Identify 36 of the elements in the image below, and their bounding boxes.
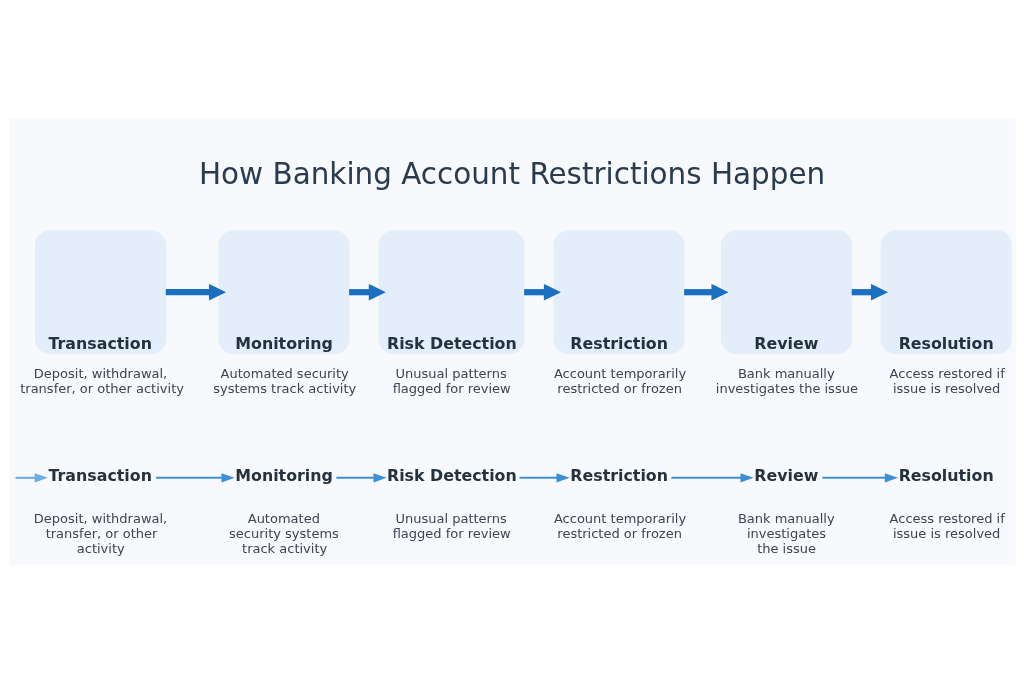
node-text: Restriction (569, 465, 668, 485)
node-box: Resolution (880, 230, 1012, 354)
arrow (821, 472, 898, 482)
arrow (851, 283, 888, 300)
node-label: Access restored if issue is resolved (889, 365, 1005, 396)
arrow (165, 283, 226, 300)
diagram-title: How Banking Account Restrictions Happen (198, 156, 825, 191)
node-box: Restriction (552, 230, 685, 354)
node-text: Risk Detection (386, 465, 517, 485)
node-label: Automated security systems track activity (212, 365, 356, 396)
node-label: Unusual patterns flagged for review (392, 510, 511, 541)
arrow (348, 283, 386, 300)
node-text: Transaction (48, 465, 152, 485)
node-box: Monitoring (217, 230, 350, 354)
node-label: Unusual patterns flagged for review (392, 365, 511, 396)
node-text: Review (753, 465, 818, 485)
arrow (335, 472, 387, 482)
arrow (670, 472, 754, 482)
node-box: Risk Detection (378, 230, 524, 354)
arrow (15, 472, 48, 482)
node-label: Automated security systems track activity (228, 510, 339, 556)
node-label: Account temporarily restricted or frozen (553, 365, 686, 396)
arrow (683, 283, 729, 300)
node-label: Bank manually investigates the issue (737, 510, 835, 556)
node-box: Review (720, 230, 852, 354)
arrow (523, 283, 561, 300)
node-label: Deposit, withdrawal, transfer, or other activity (33, 510, 167, 556)
node-text: Resolution (898, 465, 994, 485)
node-label: Bank manually investigates the issue (715, 365, 858, 396)
node-label: Access restored if issue is resolved (889, 510, 1005, 541)
arrow (155, 472, 235, 482)
node-text: Monitoring (234, 465, 333, 485)
node-label: Deposit, withdrawal, transfer, or other activity (19, 365, 184, 396)
node-label: Account temporarily restricted or frozen (553, 510, 686, 541)
node-box: Transaction (34, 230, 166, 354)
arrow (519, 472, 570, 482)
